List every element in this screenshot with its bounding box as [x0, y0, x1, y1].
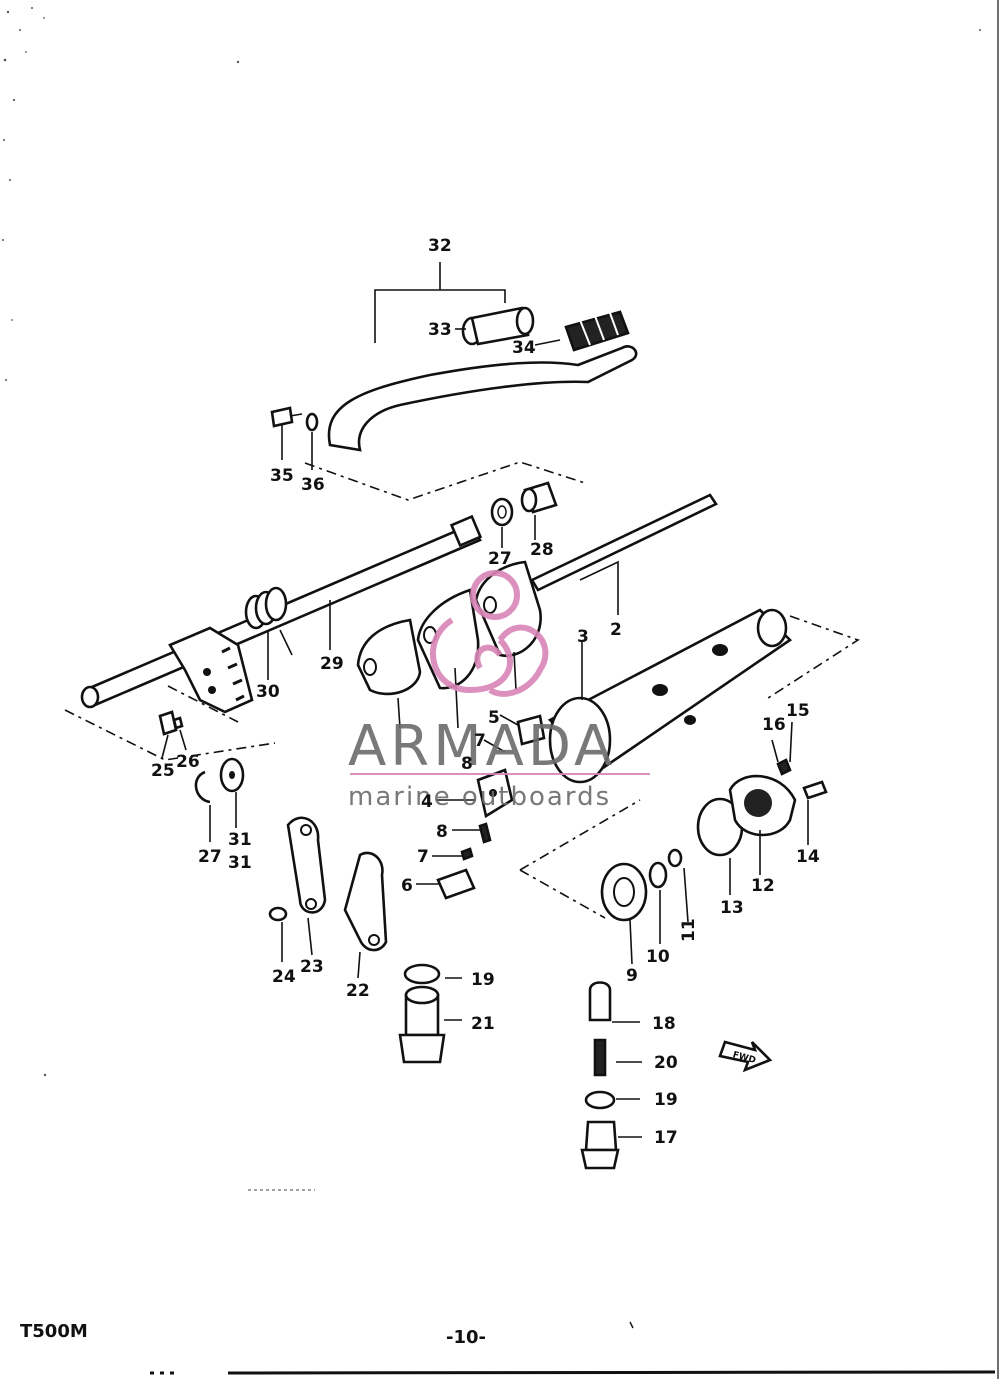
watermark-brand: ARMADA — [348, 714, 616, 779]
armada-watermark: ARMADA marine outboards — [348, 570, 650, 812]
callout-8-upper: 8 — [461, 754, 473, 774]
callout-27-top: 27 — [488, 549, 512, 569]
part-27-circlip — [194, 770, 211, 804]
callout-21: 21 — [471, 1014, 495, 1034]
part-31-washer — [219, 757, 245, 793]
part-3-shift-cam — [547, 608, 793, 784]
callout-22: 22 — [346, 981, 370, 1001]
callout-18: 18 — [652, 1014, 676, 1034]
callout-16: 16 — [762, 715, 786, 735]
callout-28: 28 — [530, 540, 554, 560]
part-28-bush — [520, 481, 558, 514]
callout-24: 24 — [272, 967, 296, 987]
callout-26: 26 — [176, 752, 200, 772]
callout-9: 9 — [626, 966, 638, 986]
callout-27-left: 27 — [198, 847, 222, 867]
lower-arms — [268, 816, 388, 952]
armada-logo-icon — [430, 570, 549, 697]
callout-33: 33 — [428, 320, 452, 340]
neutral-switch-parts — [580, 981, 642, 1170]
callout-35: 35 — [270, 466, 294, 486]
callout-3: 3 — [577, 627, 589, 647]
part-2-fork-shaft — [530, 493, 718, 592]
part-34-rubber — [564, 310, 630, 352]
fwd-arrow-icon: FWD — [718, 1040, 773, 1073]
cam-stop-plate — [600, 848, 683, 922]
callout-34: 34 — [512, 338, 536, 358]
part-21-plug — [398, 963, 446, 1064]
callout-30: 30 — [256, 682, 280, 702]
callout-20: 20 — [654, 1053, 678, 1073]
callout-8-lower: 8 — [436, 822, 448, 842]
callout-7-lower: 7 — [417, 847, 429, 867]
watermark-tagline: marine outboards — [348, 782, 611, 812]
part-25-26-pin — [158, 710, 184, 736]
scan-noise — [2, 7, 981, 1077]
callout-23: 23 — [300, 957, 324, 977]
callout-31-a: 31 — [228, 830, 252, 850]
callout-15: 15 — [786, 701, 810, 721]
callout-10: 10 — [646, 947, 670, 967]
callout-labels: 32 33 34 35 36 27 28 2 3 29 30 25 26 27 … — [151, 236, 820, 1148]
part-27-clip-top — [490, 497, 514, 527]
callout-7-upper: 7 — [474, 731, 486, 751]
callout-29: 29 — [320, 654, 344, 674]
bottom-rule — [227, 1370, 996, 1375]
callout-14: 14 — [796, 847, 820, 867]
part-35-bolt — [270, 406, 303, 428]
callout-36: 36 — [301, 475, 325, 495]
page-number: -10- — [446, 1327, 486, 1348]
model-code: T500M — [20, 1321, 88, 1342]
callout-13: 13 — [720, 898, 744, 918]
callout-11: 11 — [679, 918, 699, 942]
callout-32: 32 — [428, 236, 452, 256]
part-36-washer — [305, 412, 319, 432]
kick-lever-group — [270, 262, 638, 501]
callout-6: 6 — [401, 876, 413, 896]
callout-4: 4 — [421, 792, 433, 812]
callout-19-upper: 19 — [471, 970, 495, 990]
part-30-spring — [244, 586, 293, 656]
callout-2: 2 — [610, 620, 622, 640]
callout-25: 25 — [151, 761, 175, 781]
callout-17: 17 — [654, 1128, 678, 1148]
callout-31-b: 31 — [228, 853, 252, 873]
callout-12: 12 — [751, 876, 775, 896]
callout-5: 5 — [488, 708, 500, 728]
callout-19-lower: 19 — [654, 1090, 678, 1110]
part-33-grip — [461, 306, 535, 346]
leader-lines — [161, 328, 809, 979]
cam-cover — [696, 758, 828, 857]
